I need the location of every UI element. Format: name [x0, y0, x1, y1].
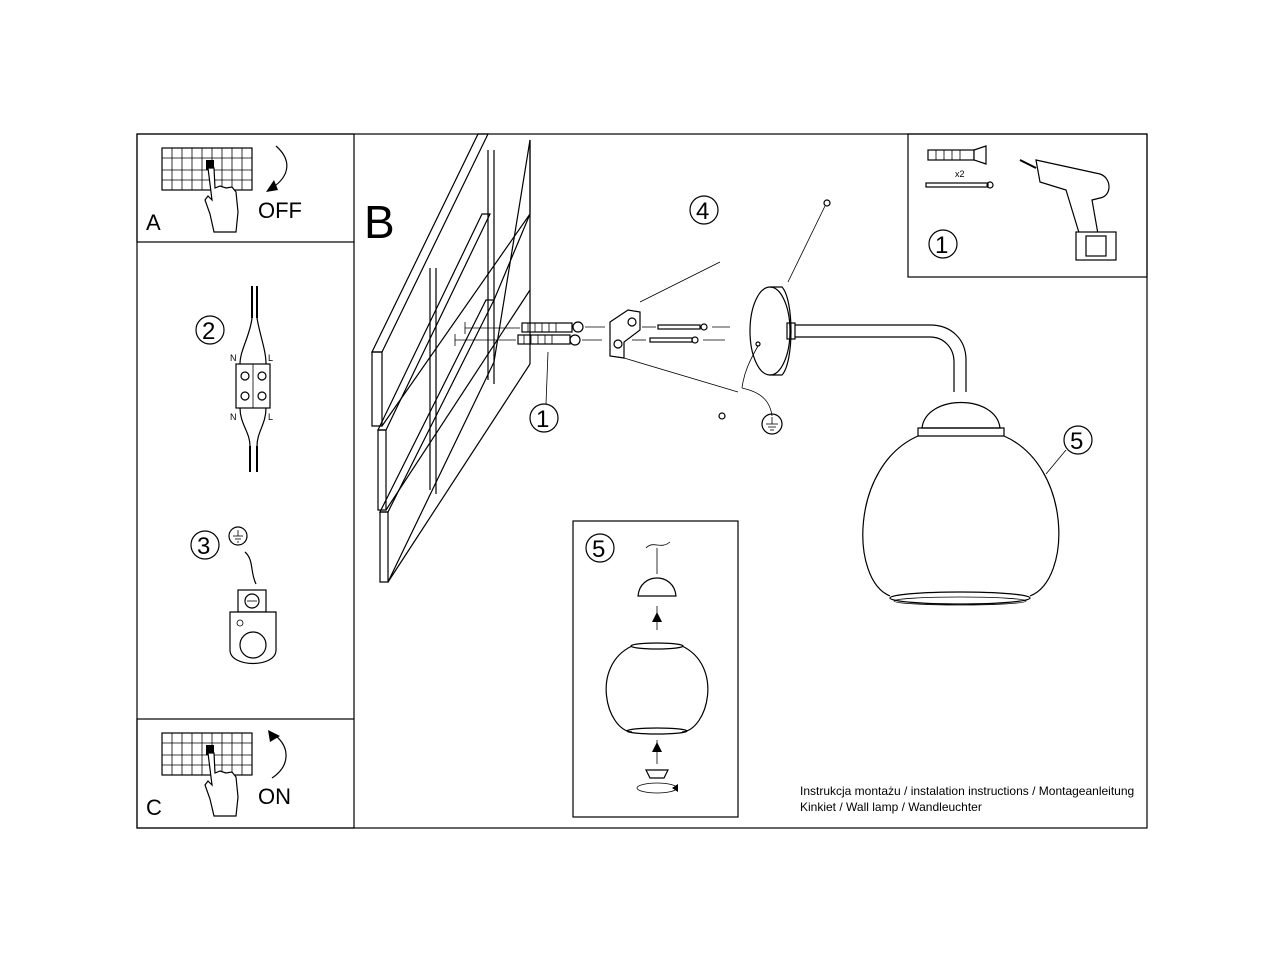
wire-l-top-label: L	[268, 353, 273, 363]
glass-globe-icon	[862, 435, 1060, 606]
drill-step-number: 1	[935, 232, 948, 259]
mounting-bracket-icon	[609, 309, 641, 359]
curved-arrow-icon	[268, 730, 287, 779]
caption-line-1: Instrukcja montażu / instalation instruc…	[800, 784, 1134, 798]
main-section-letter: B	[364, 196, 395, 248]
globe-detail-panel: 5	[572, 520, 739, 818]
wall-tiles-icon	[371, 133, 531, 583]
step-number-circle	[529, 403, 559, 433]
caption-line-2: Kinkiet / Wall lamp / Wandleuchter	[800, 800, 982, 814]
wall-plug-icon	[454, 321, 584, 346]
wire-l-bottom-label: L	[268, 412, 273, 422]
wire-n-bottom-label: N	[230, 412, 237, 422]
breaker-panel-icon	[161, 147, 253, 191]
hand-icon	[204, 752, 239, 817]
quantity-label: x2	[955, 169, 965, 179]
curved-arrow-icon	[266, 145, 288, 192]
ground-symbol-icon	[228, 526, 248, 546]
wall-plug-icon	[927, 145, 987, 165]
plug-label-number: 1	[536, 406, 549, 433]
panel-a-letter: A	[146, 210, 161, 235]
terminal-block-icon	[235, 286, 271, 472]
screw-icon	[925, 181, 994, 189]
ground-clamp-icon	[229, 589, 277, 665]
panel-a-off: A OFF	[136, 133, 355, 243]
drill-panel: x2 1	[907, 133, 1148, 278]
step-number-circle	[1063, 425, 1093, 455]
drill-icon	[1019, 159, 1117, 261]
wiring-step: 2 N L N L	[195, 286, 273, 472]
panel-c-on-label: ON	[258, 784, 291, 809]
ground-step: 3	[190, 526, 277, 665]
step-number-circle	[928, 229, 958, 259]
panel-c-letter: C	[146, 795, 162, 820]
ground-symbol-icon	[761, 413, 783, 435]
panel-c-on: C ON	[136, 718, 355, 829]
bracket-label-number: 4	[696, 198, 709, 225]
wiring-step-number: 2	[202, 318, 215, 345]
step-number-circle	[585, 533, 615, 563]
step-number-circle	[195, 315, 225, 345]
screw-icon	[632, 323, 730, 344]
detail-step-number: 5	[592, 536, 605, 563]
panel-a-off-label: OFF	[258, 198, 302, 223]
step-number-circle	[689, 195, 719, 225]
hand-icon	[204, 167, 239, 233]
wire-n-top-label: N	[230, 353, 237, 363]
ground-step-number: 3	[197, 533, 210, 560]
outer-frame	[136, 133, 1148, 829]
lamp-label-number: 5	[1070, 428, 1083, 455]
wall-lamp-icon	[749, 286, 1005, 437]
breaker-panel-icon	[161, 732, 253, 776]
step-number-circle	[190, 530, 220, 560]
